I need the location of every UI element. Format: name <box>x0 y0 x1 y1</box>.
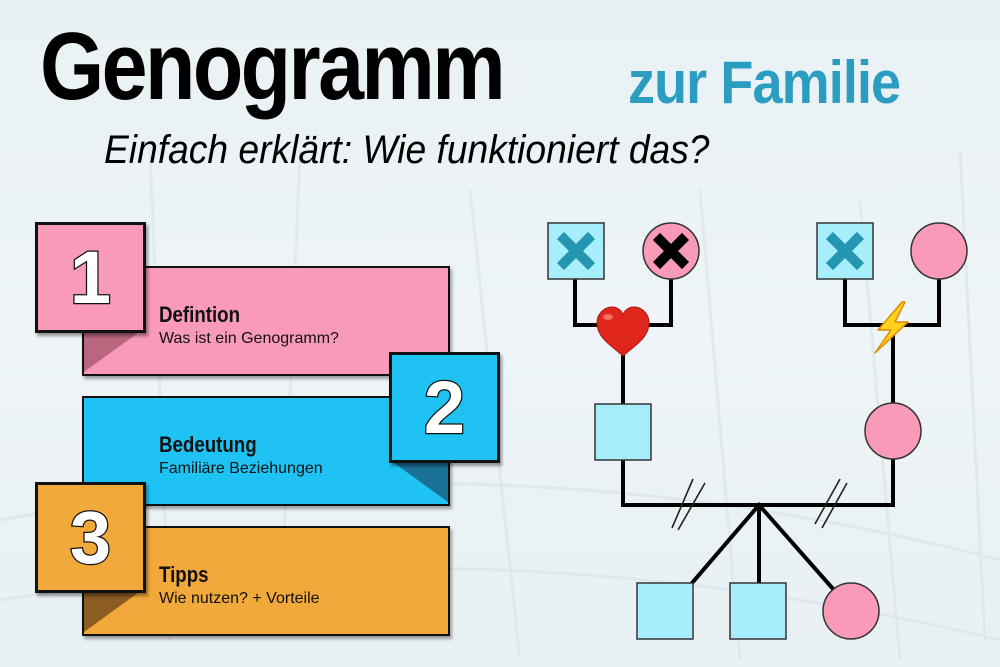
title-accent: zur Familie <box>628 49 901 116</box>
section-description: Was ist ein Genogramm? <box>159 330 339 347</box>
cross-icon <box>652 232 690 270</box>
page-title: Genogramm zur Familie <box>40 12 901 122</box>
section-label: Defintion <box>159 302 241 327</box>
cross-icon <box>556 231 596 271</box>
section-number: 1 <box>69 235 113 321</box>
person-child-1 <box>636 582 694 640</box>
section-number-box-3: 3 <box>35 482 146 593</box>
person-child-2 <box>729 582 787 640</box>
section-description: Wie nutzen? + Vorteile <box>159 590 320 607</box>
section-number: 3 <box>69 495 113 581</box>
card-fold <box>390 460 448 502</box>
person-grandmother-left <box>642 222 700 280</box>
person-grandfather-right <box>816 222 874 280</box>
section-number-box-2: 2 <box>389 352 500 463</box>
cross-icon <box>825 231 865 271</box>
section-number-box-1: 1 <box>35 222 146 333</box>
person-father <box>594 403 652 461</box>
person-mother <box>864 402 922 460</box>
section-label: Bedeutung <box>159 432 257 457</box>
heart-icon <box>596 306 650 357</box>
title-main: Genogramm <box>40 13 506 120</box>
section-label: Tipps <box>159 562 209 587</box>
person-grandfather-left <box>547 222 605 280</box>
lightning-icon <box>874 301 909 354</box>
card-fold <box>84 590 142 632</box>
section-number: 2 <box>423 365 467 451</box>
person-grandmother-right <box>910 222 968 280</box>
divorce-marker <box>671 478 848 531</box>
section-description: Familiäre Beziehungen <box>159 460 323 477</box>
subtitle: Einfach erklärt: Wie funktioniert das? <box>104 128 710 172</box>
card-fold <box>84 330 142 372</box>
person-child-3 <box>822 582 880 640</box>
